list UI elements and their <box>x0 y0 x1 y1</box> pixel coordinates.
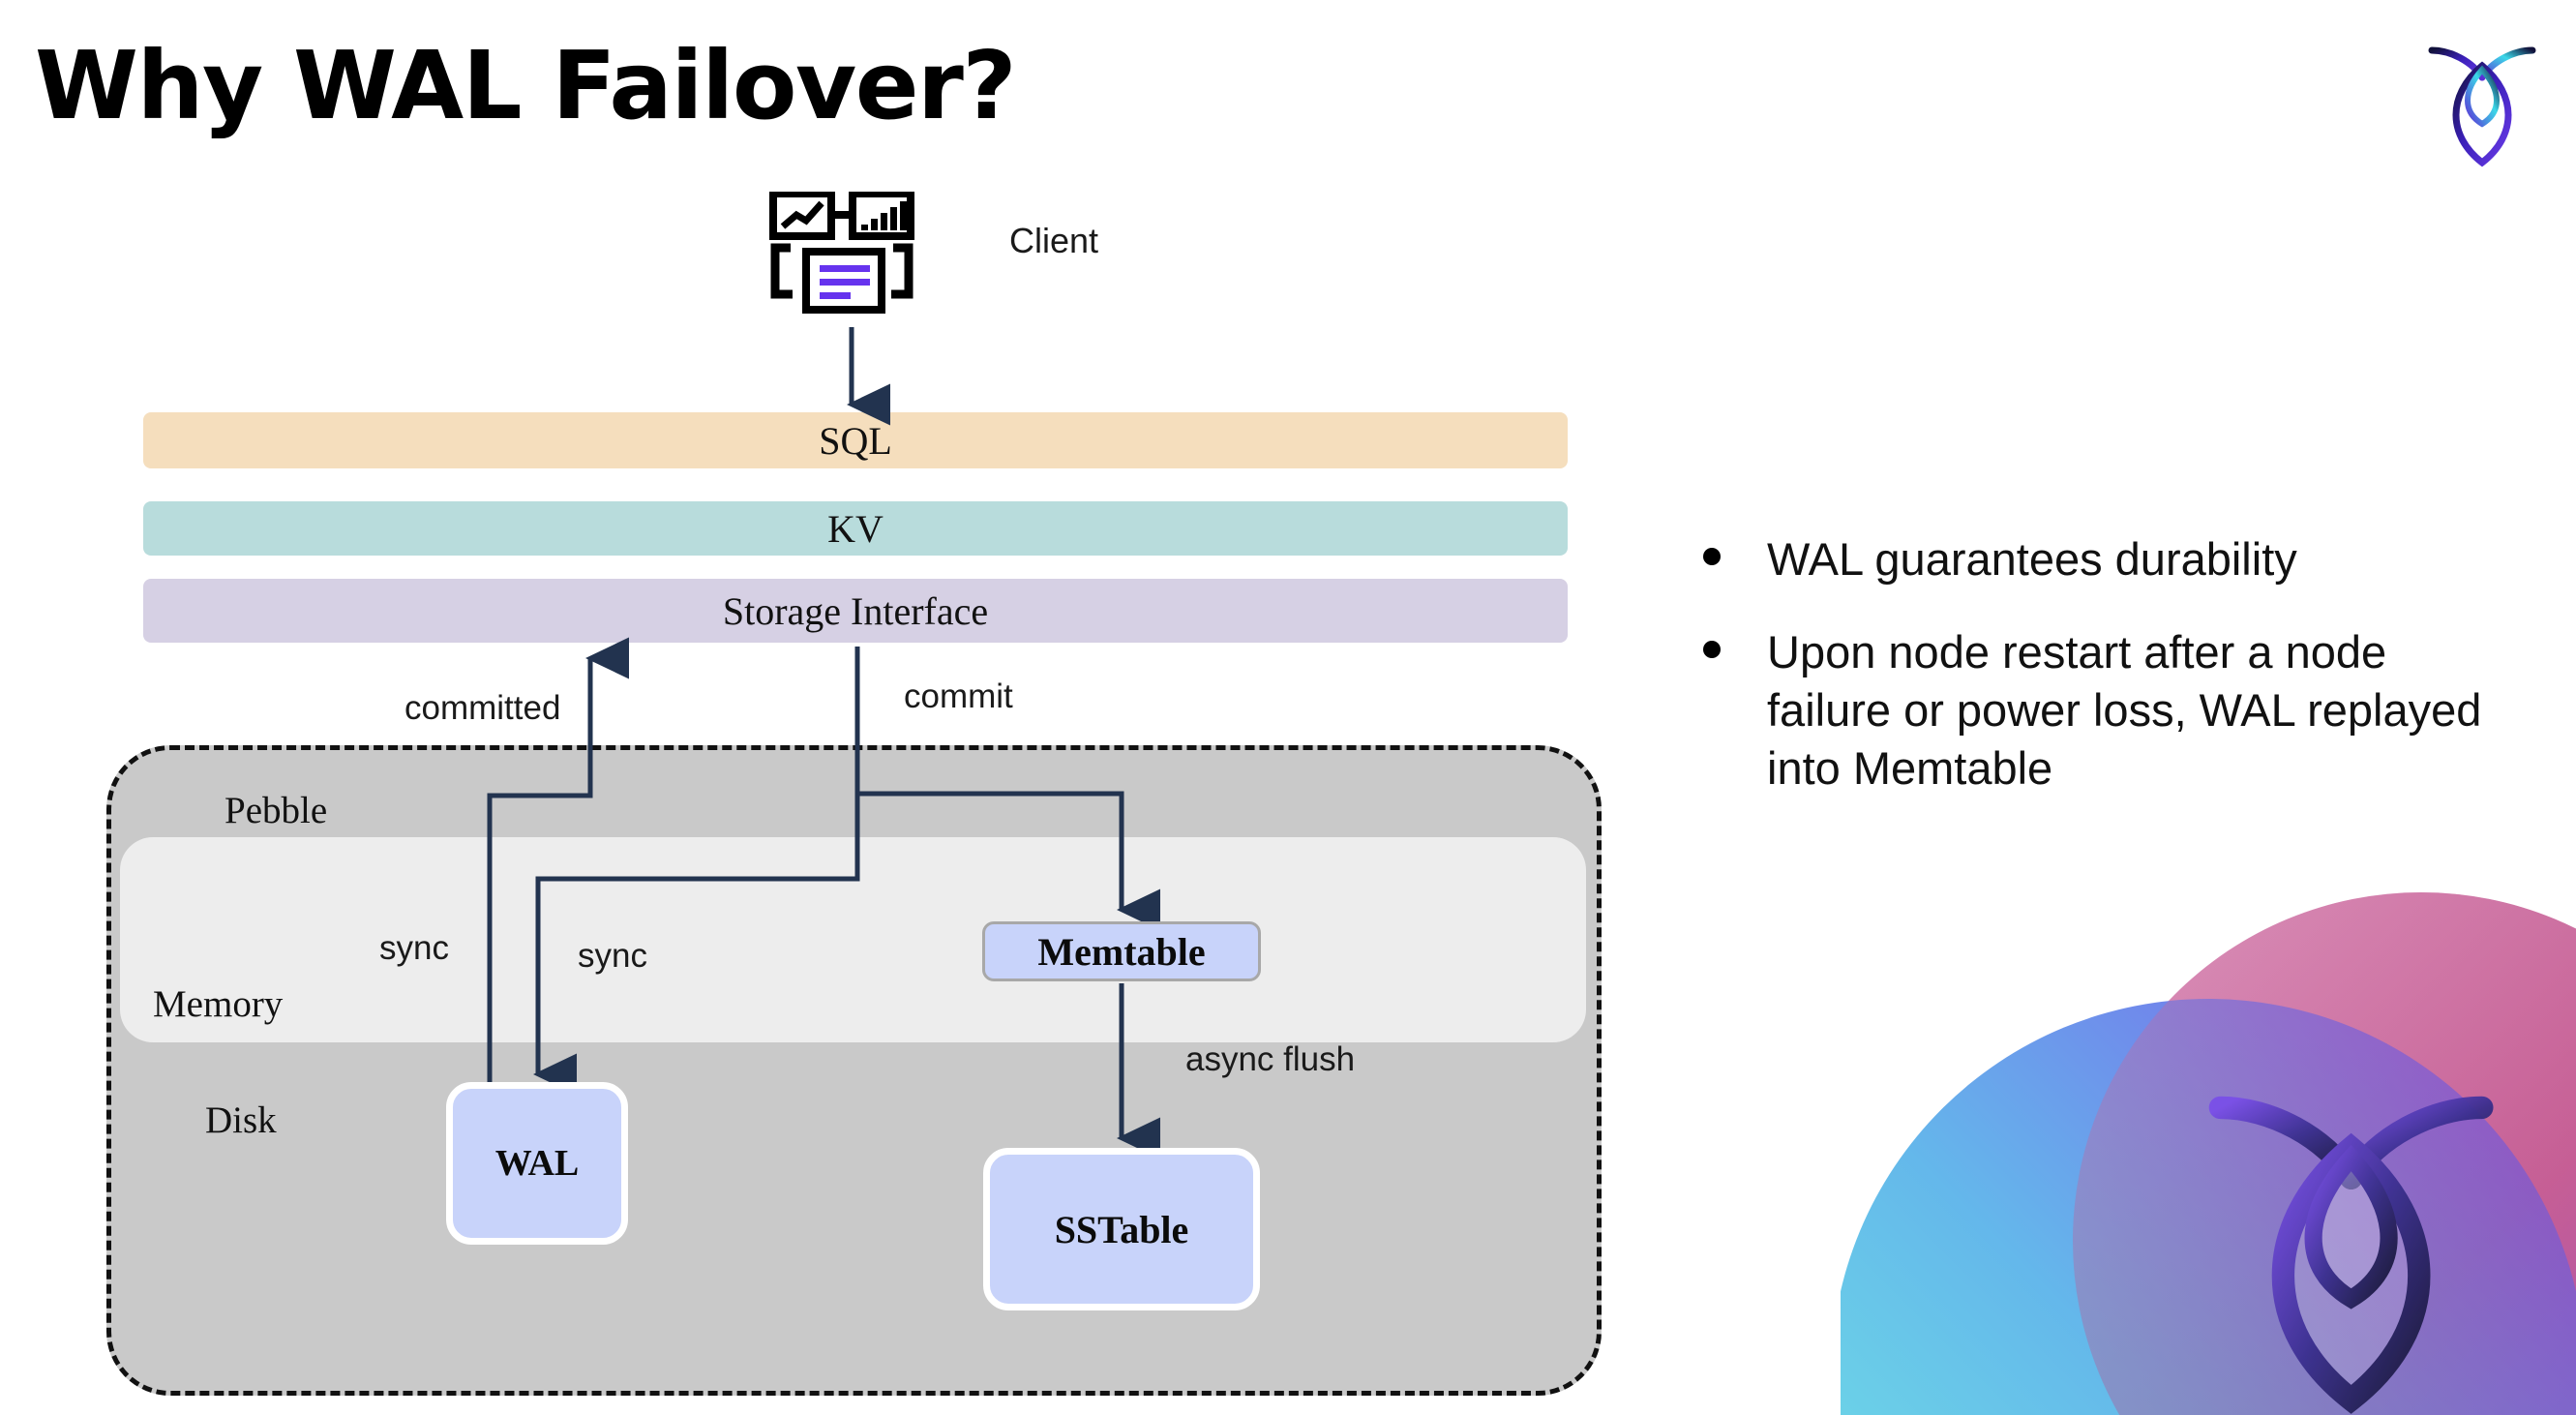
stack-layer-label: KV <box>827 506 884 551</box>
edge-label-sync-left: sync <box>379 929 449 967</box>
node-memtable: Memtable <box>982 921 1261 981</box>
edge-label-sync-right: sync <box>578 937 647 975</box>
client-label: Client <box>1009 221 1099 260</box>
overlapping-circles-graphic <box>1841 834 2576 1415</box>
node-label: Memtable <box>1037 929 1206 974</box>
stack-layer-kv: KV <box>143 501 1568 556</box>
edge-label-committed: committed <box>404 689 561 727</box>
edge-label-async-flush: async flush <box>1185 1040 1356 1078</box>
disk-label: Disk <box>205 1099 277 1141</box>
client-dashboard-icon <box>769 190 934 327</box>
bullet-list: WAL guarantees durability Upon node rest… <box>1703 530 2506 833</box>
memory-region <box>120 837 1586 1042</box>
pebble-label: Pebble <box>225 790 328 831</box>
stack-layer-sql: SQL <box>143 412 1568 468</box>
stack-layer-label: Storage Interface <box>722 588 989 633</box>
cockroachdb-logo-icon <box>2409 27 2556 174</box>
bullet-text: Upon node restart after a node failure o… <box>1767 626 2482 795</box>
edge-label-commit: commit <box>904 677 1013 715</box>
bullet-text: WAL guarantees durability <box>1767 533 2297 585</box>
node-sstable: SSTable <box>983 1148 1260 1310</box>
node-wal: WAL <box>446 1082 628 1245</box>
stack-layer-label: SQL <box>819 418 892 463</box>
bullet-dot-icon <box>1703 548 1721 565</box>
node-label: WAL <box>494 1143 580 1184</box>
list-item: WAL guarantees durability <box>1703 530 2506 588</box>
node-label: SSTable <box>1054 1207 1189 1251</box>
stack-layer-storage-interface: Storage Interface <box>143 579 1568 643</box>
page-title: Why WAL Failover? <box>35 31 1017 140</box>
bullet-dot-icon <box>1703 641 1721 659</box>
memory-label: Memory <box>153 983 284 1025</box>
list-item: Upon node restart after a node failure o… <box>1703 623 2506 798</box>
